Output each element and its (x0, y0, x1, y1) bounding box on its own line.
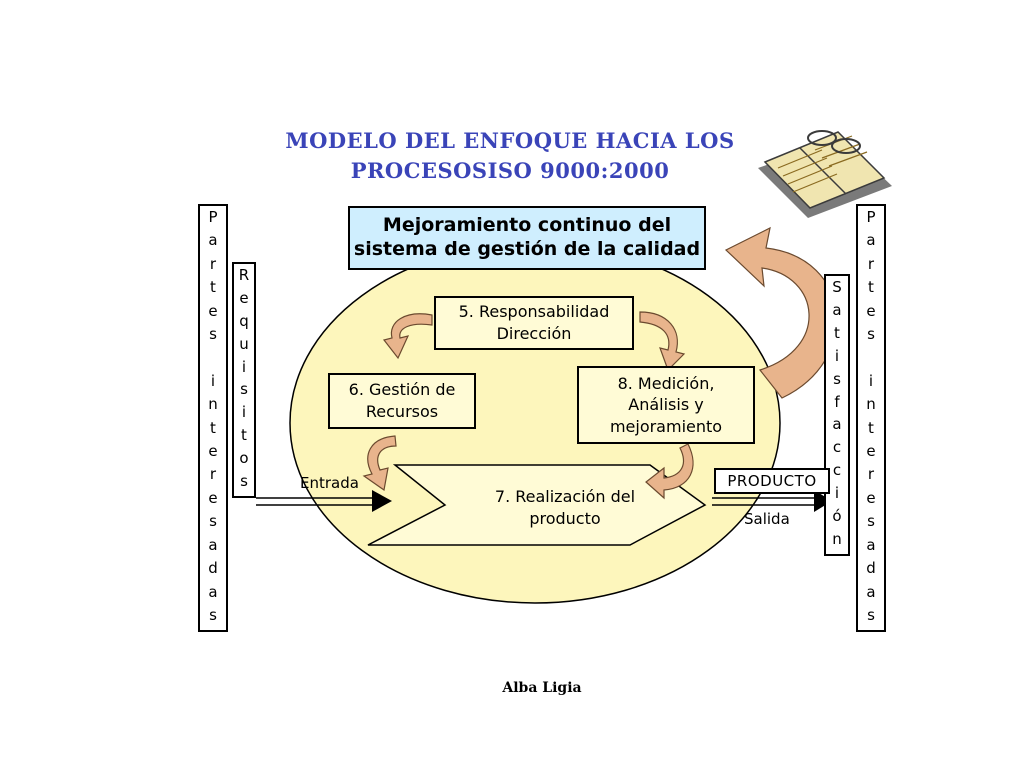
bar-letter: i (241, 357, 247, 376)
bar-letter: r (867, 465, 875, 484)
bar-letter: c (832, 461, 842, 480)
medicion-line2: Análisis y (628, 395, 704, 415)
bar-letter: s (867, 325, 875, 344)
bar-letter: R (238, 266, 250, 284)
gestion-line1: 6. Gestión de (348, 380, 456, 400)
bar-letter: r (867, 254, 875, 273)
bar-letter: s (867, 605, 875, 624)
cycle-arrow-resp-to-gestion (382, 313, 433, 360)
medicion-line3: mejoramiento (609, 416, 723, 436)
producto-box: PRODUCTO (714, 468, 830, 494)
bar-letter: c (832, 438, 842, 457)
responsabilidad-line2: Dirección (496, 324, 572, 343)
bar-letter: e (208, 442, 218, 461)
gestion-recursos-box: 6. Gestión de Recursos (328, 373, 476, 429)
bar-letter: s (209, 325, 217, 344)
bar-letter: a (866, 535, 876, 554)
bar-letter: s (833, 369, 841, 388)
responsabilidad-box: 5. Responsabilidad Dirección (434, 296, 634, 350)
bar-letter: n (832, 529, 842, 548)
bar-letter: d (208, 559, 218, 578)
bar-letter: a (208, 231, 218, 250)
medicion-box: 8. Medición, Análisis y mejoramiento (577, 366, 755, 444)
bar-letter: a (866, 231, 876, 250)
bar-letter: t (868, 418, 874, 437)
cycle-arrow-medicion-to-realizacion (645, 443, 694, 500)
bar-letter: f (834, 392, 840, 411)
mejoramiento-line2: sistema de gestión de la calidad (353, 238, 701, 260)
realizacion-label: 7. Realización del producto (450, 486, 680, 529)
bar-letter: r (209, 465, 217, 484)
bar-letter: a (866, 582, 876, 601)
bar-letter: e (866, 442, 876, 461)
bar-letter: e (866, 488, 876, 507)
bar-letter: e (208, 488, 218, 507)
author-label: Alba Ligia (502, 680, 582, 696)
book-icon (758, 130, 892, 218)
realizacion-line1: 7. Realización del (494, 487, 636, 506)
bar-letter: t (210, 418, 216, 437)
bar-letter: s (240, 471, 248, 490)
bar-letter: u (239, 334, 249, 353)
bar-letter: a (208, 582, 218, 601)
bar-letter: t (241, 426, 247, 445)
diagram-title-line2: PROCESOSISO 9000:2000 (350, 158, 670, 183)
cycle-arrow-gestion-to-realizacion (362, 435, 397, 492)
bar-letter: i (834, 346, 840, 365)
bar-letter: r (209, 254, 217, 273)
mejoramiento-continuo-box: Mejoramiento continuo del sistema de ges… (348, 206, 706, 270)
bar-letter: o (239, 449, 249, 467)
entrada-arrow (256, 490, 392, 512)
bar-letter: n (866, 395, 876, 414)
realizacion-shape (367, 464, 707, 546)
realizacion-line2: producto (529, 508, 601, 528)
bar-letter: a (832, 415, 842, 434)
bar-letter: s (209, 605, 217, 624)
medicion-line1: 8. Medición, (617, 373, 715, 393)
bar-letter: t (868, 278, 874, 297)
bar-letter: s (240, 380, 248, 399)
salida-arrow (712, 490, 832, 512)
bar-letter: t (834, 323, 840, 342)
bar-letter: e (239, 288, 249, 307)
bar-letter: q (239, 311, 249, 330)
diagram-title-line1: MODELO DEL ENFOQUE HACIA LOS (285, 128, 735, 153)
bar-letter: i (868, 371, 874, 390)
bar-letter: e (208, 301, 218, 320)
bar-letter: i (210, 371, 216, 390)
bar-letter: e (866, 301, 876, 320)
mejoramiento-line1: Mejoramiento continuo del (382, 214, 672, 237)
bar-letter: t (210, 278, 216, 297)
entrada-label: Entrada (300, 474, 359, 492)
bar-letter: d (866, 559, 876, 578)
bar-letter: P (208, 208, 218, 226)
salida-label: Salida (744, 510, 790, 528)
gestion-line2: Recursos (365, 402, 439, 421)
bar-letter: S (832, 278, 842, 296)
bar-letter: s (867, 512, 875, 531)
responsabilidad-line1: 5. Responsabilidad (458, 302, 610, 322)
bar-letter: a (832, 300, 842, 319)
bar-letter: ó (832, 507, 842, 526)
bar-letter: s (209, 512, 217, 531)
bar-letter: i (241, 403, 247, 422)
bar-letter: i (834, 484, 840, 503)
bar-letter: n (208, 395, 218, 414)
bar-letter: P (866, 208, 876, 226)
bar-letter: a (208, 535, 218, 554)
